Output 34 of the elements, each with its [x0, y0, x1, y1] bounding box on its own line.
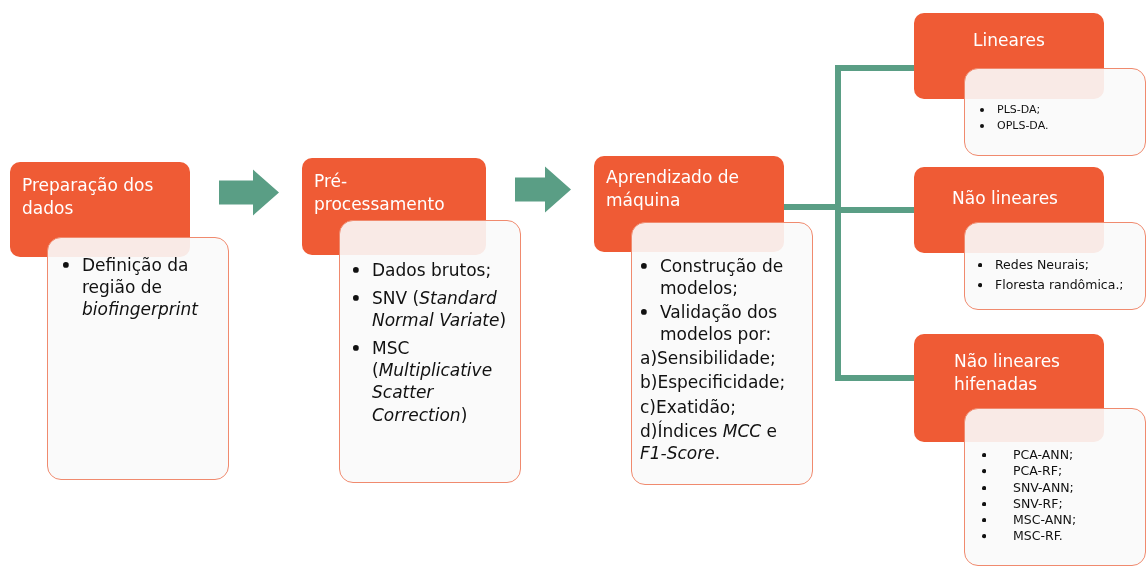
list-item: Definição da região de biofingerprint [82, 255, 198, 320]
step-title: Não lineares hifenadas [954, 351, 1060, 394]
detail-card [964, 68, 1146, 156]
list-item: PLS-DA; [997, 103, 1041, 116]
list-item: Floresta randômica.; [995, 277, 1124, 293]
detail-card [631, 222, 813, 485]
detail-card [964, 222, 1146, 310]
list-item: b)Especificidade; [640, 372, 786, 393]
step-title: Não lineares [952, 188, 1058, 208]
list-item: PCA-RF; [1013, 463, 1063, 479]
list-item: MSC-RF. [1013, 528, 1063, 544]
list-item: c)Exatidão; [640, 396, 736, 417]
list-item: OPLS-DA. [997, 119, 1049, 133]
step-title: Lineares [973, 30, 1045, 50]
detail-card [47, 237, 229, 480]
list-item: MSC-ANN; [1013, 512, 1077, 527]
detail-card [339, 220, 521, 483]
list-item: Dados brutos; [372, 260, 492, 280]
list-item: SNV (Standard Normal Variate) [372, 288, 507, 331]
list-item: SNV-RF; [1013, 495, 1063, 511]
detail-card [964, 408, 1146, 566]
step-title: Pré-processamento [314, 170, 444, 216]
list-item: Construção de modelos; [660, 256, 784, 299]
step-title: Preparação dos dados [22, 175, 154, 218]
list-item: SNV-ANN; [1013, 479, 1074, 495]
block-arrow [219, 169, 279, 216]
list-item: MSC (Multiplicative Scatter Correction) [372, 338, 493, 425]
list-item: Validação dos modelos por: [660, 302, 777, 345]
list-item: a)Sensibilidade; [640, 348, 776, 369]
list-item: Redes Neurais; [995, 257, 1089, 272]
list-item: d)Índices MCC e F1-Score. [640, 420, 778, 463]
block-arrow [515, 166, 571, 213]
step-title: Aprendizado de máquina [606, 167, 739, 210]
list-item: PCA-ANN; [1013, 447, 1074, 462]
